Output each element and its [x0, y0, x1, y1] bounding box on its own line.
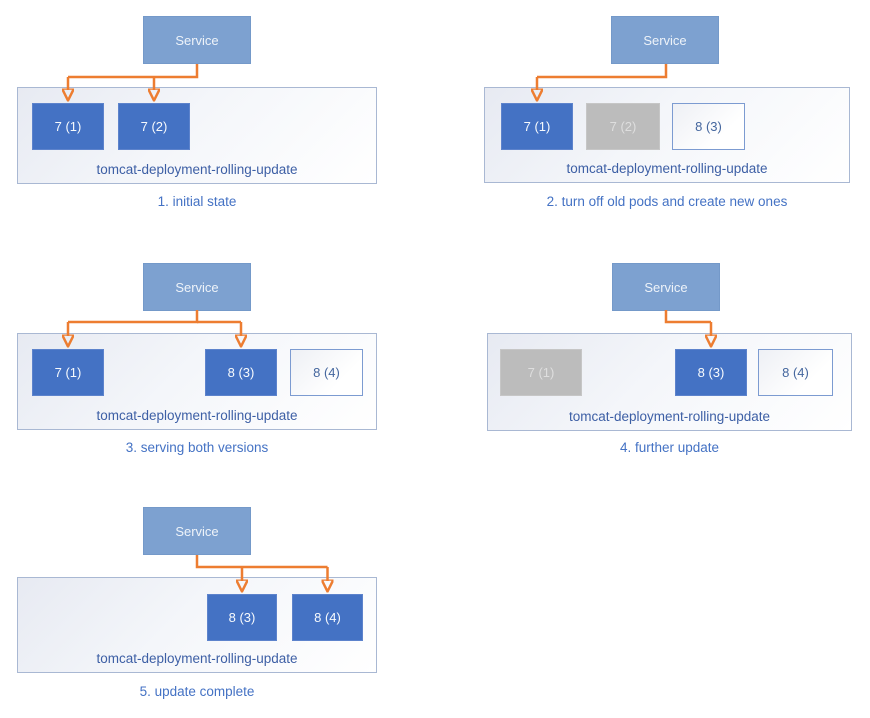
- pod-label: 8 (4): [314, 610, 341, 625]
- pod-label: 8 (4): [313, 365, 340, 380]
- pod-8-4: 8 (4): [290, 349, 363, 396]
- pod-label: 8 (3): [697, 365, 725, 380]
- arrow-trunk: [664, 310, 711, 324]
- service-label: Service: [175, 279, 219, 295]
- deployment-label: tomcat-deployment-rolling-update: [568, 409, 771, 424]
- service-label: Service: [175, 523, 219, 539]
- pod-label: 7 (1): [54, 119, 82, 134]
- pod-label: 7 (1): [527, 365, 555, 380]
- pod-8-3: 8 (3): [205, 349, 277, 396]
- service-label: Service: [644, 279, 688, 295]
- panel-caption: 3. serving both versions: [125, 440, 269, 455]
- pod-8-3: 8 (3): [675, 349, 747, 396]
- service-label: Service: [175, 32, 219, 48]
- pod-8-4: 8 (4): [292, 594, 363, 641]
- pod-label: 8 (3): [695, 119, 722, 134]
- panel-caption: 4. further update: [619, 440, 720, 455]
- deployment-label: tomcat-deployment-rolling-update: [566, 161, 768, 176]
- pod-label: 8 (3): [228, 610, 256, 625]
- deployment-label: tomcat-deployment-rolling-update: [96, 651, 298, 666]
- pod-8-3: 8 (3): [672, 103, 745, 150]
- service-label: Service: [643, 32, 687, 48]
- deployment-box: tomcat-deployment-rolling-update: [17, 577, 377, 673]
- arrow-trunk: [68, 310, 199, 324]
- pod-7-1: 7 (1): [501, 103, 573, 150]
- arrow-trunk: [68, 64, 199, 79]
- pod-label: 7 (1): [523, 119, 551, 134]
- pod-8-4: 8 (4): [758, 349, 833, 396]
- pod-8-3: 8 (3): [207, 594, 277, 641]
- pod-label: 8 (3): [227, 365, 255, 380]
- pod-label: 7 (1): [54, 365, 82, 380]
- service-box: Service: [612, 263, 720, 311]
- pod-7-1: 7 (1): [500, 349, 582, 396]
- arrow-trunk: [195, 555, 328, 569]
- pod-7-2: 7 (2): [586, 103, 660, 150]
- deployment-label: tomcat-deployment-rolling-update: [96, 408, 298, 423]
- panel-caption: 5. update complete: [139, 684, 255, 699]
- service-box: Service: [143, 507, 251, 555]
- service-box: Service: [143, 263, 251, 311]
- service-box: Service: [143, 16, 251, 64]
- service-box: Service: [611, 16, 719, 64]
- panel-caption: 2. turn off old pods and create new ones: [546, 194, 788, 209]
- pod-label: 7 (2): [609, 119, 637, 134]
- pod-label: 7 (2): [140, 119, 168, 134]
- deployment-label: tomcat-deployment-rolling-update: [96, 162, 298, 177]
- pod-7-1: 7 (1): [32, 103, 104, 150]
- arrow-trunk: [537, 64, 668, 79]
- panel-caption: 1. initial state: [157, 194, 237, 209]
- pod-7-1: 7 (1): [32, 349, 104, 396]
- pod-7-2: 7 (2): [118, 103, 190, 150]
- pod-label: 8 (4): [782, 365, 809, 380]
